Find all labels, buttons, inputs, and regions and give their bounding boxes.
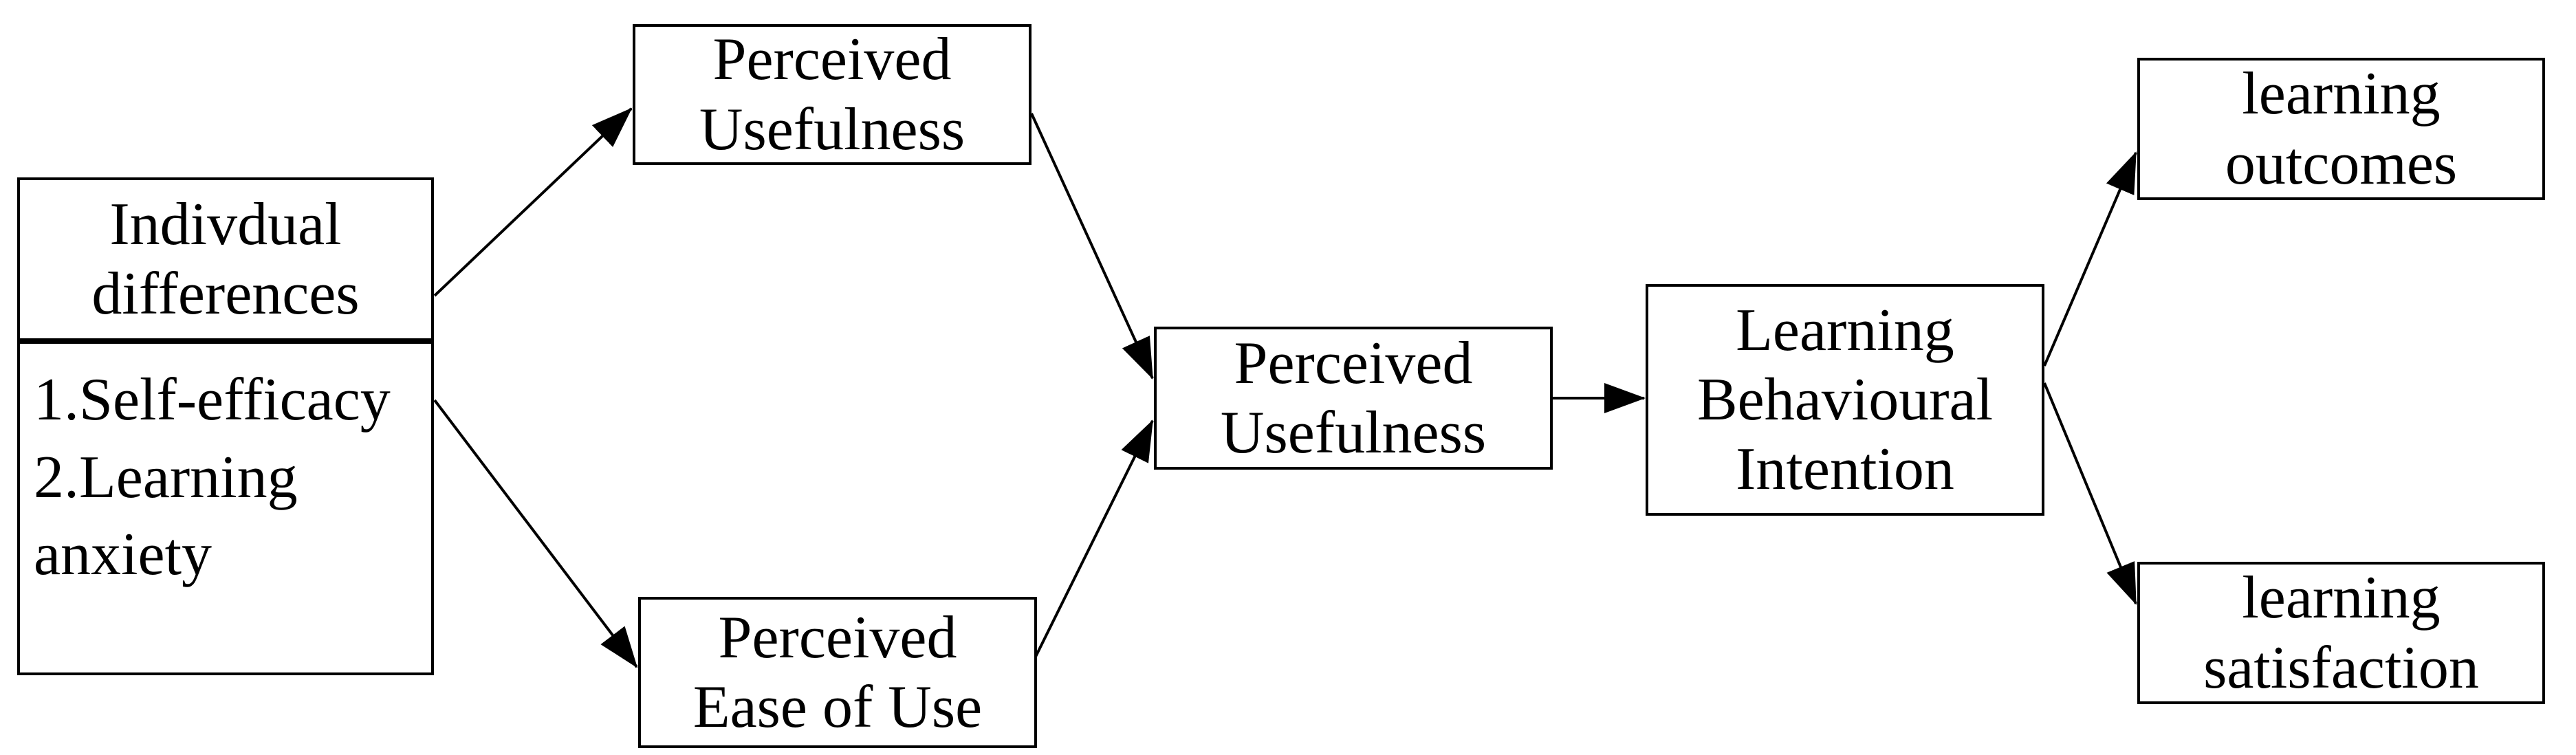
individual-differences-items: 1.Self-efficacy 2.Learning anxiety (34, 366, 391, 589)
section-divider (20, 338, 431, 344)
node-learning-behavioural-intention: Learning Behavioural Intention (1646, 284, 2044, 516)
learning-satisfaction-label: learning satisfaction (2203, 565, 2479, 701)
node-perceived-usefulness-mid: Perceived Usefulness (1154, 327, 1553, 470)
individual-differences-title: Indivdual differences (91, 190, 360, 327)
perceived-ease-of-use-label: Perceived Ease of Use (692, 604, 983, 741)
individual-differences-body: 1.Self-efficacy 2.Learning anxiety (20, 344, 431, 594)
node-individual-differences: Indivdual differences 1.Self-efficacy 2.… (17, 177, 434, 675)
node-perceived-ease-of-use: Perceived Ease of Use (638, 597, 1037, 748)
arrow-learning_behavioural_intention-to-learning_outcomes (2043, 151, 2137, 366)
arrow-perceived_ease_of_use-to-perceived_usefulness_mid (1034, 419, 1154, 657)
learning-outcomes-label: learning outcomes (2225, 61, 2458, 197)
learning-behavioural-intention-label: Learning Behavioural Intention (1696, 296, 1994, 503)
perceived-usefulness-top-label: Perceived Usefulness (699, 26, 965, 163)
arrow-individual_differences-to-perceived_usefulness_top (433, 107, 633, 297)
perceived-usefulness-mid-label: Perceived Usefulness (1220, 329, 1487, 466)
arrow-perceived_usefulness_top-to-perceived_usefulness_mid (1030, 113, 1154, 380)
node-learning-outcomes: learning outcomes (2137, 58, 2545, 200)
arrow-individual_differences-to-perceived_ease_of_use (433, 399, 638, 668)
arrow-learning_behavioural_intention-to-learning_satisfaction (2043, 382, 2137, 605)
individual-differences-header: Indivdual differences (20, 180, 431, 338)
node-perceived-usefulness-top: Perceived Usefulness (633, 24, 1032, 165)
node-learning-satisfaction: learning satisfaction (2137, 562, 2545, 704)
